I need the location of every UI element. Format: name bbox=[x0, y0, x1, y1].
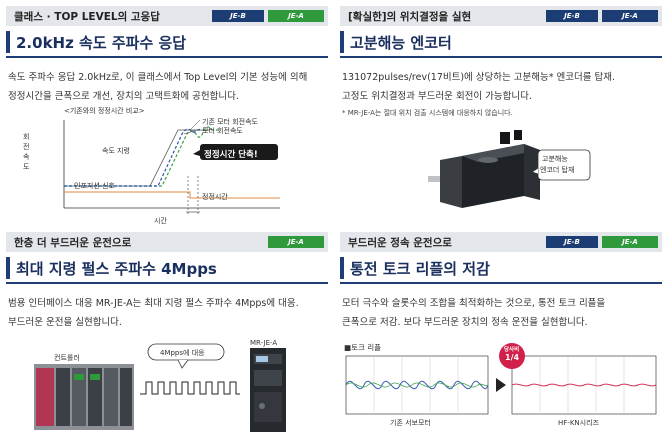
pulse-callout-text: 4Mpps에 대응 bbox=[160, 349, 205, 357]
badge-je-b: JE-B bbox=[212, 10, 264, 22]
panel-description: 131072pulses/rev(17비트)에 상당하는 고분해능* 엔코더를 … bbox=[342, 68, 662, 106]
badge-je-a: JE-A bbox=[268, 236, 324, 248]
legend-leader-motor bbox=[183, 128, 201, 135]
panel-header-text: 한층 더 부드러운 운전으로 bbox=[14, 237, 132, 249]
servo-amplifier-illustration bbox=[250, 348, 286, 432]
ratio-badge-line-1: 당사비 bbox=[504, 347, 520, 353]
existing-ripple-wave-blue bbox=[345, 380, 489, 390]
existing-ripple-wave-green bbox=[345, 382, 489, 388]
panel-description: 속도 주파수 응답 2.0kHz로, 이 클래스에서 Top Level의 기본… bbox=[8, 68, 328, 106]
badge-je-b: JE-B bbox=[546, 10, 598, 22]
servo-motor-illustration bbox=[428, 130, 540, 208]
x-axis-label: 시간 bbox=[154, 217, 167, 225]
panel-description: 모터 극수와 슬롯수의 조합을 최적화하는 것으로, 통전 토크 리플을 큰폭으… bbox=[342, 294, 662, 332]
encoder-callout-line-1: 고분해능 bbox=[542, 155, 568, 163]
panel-description: 범용 인터페이스 대응 MR-JE-A는 최대 지령 펄스 주파수 4Mpps에… bbox=[8, 294, 328, 332]
panel-title-bar: 통전 토크 리플의 저감 bbox=[340, 254, 662, 284]
badge-je-b: JE-B bbox=[546, 236, 598, 248]
panel-encoder: [확실한]의 위치결정을 실현 JE-B JE-A 고분해능 엔코터 13107… bbox=[340, 6, 662, 228]
ratio-badge bbox=[499, 343, 525, 369]
title-accent-bar bbox=[340, 31, 344, 53]
badge-je-a: JE-A bbox=[602, 236, 658, 248]
description-line-2: 큰폭으로 저감. 보다 부드러운 장치의 정속 운전을 실현합니다. bbox=[342, 317, 588, 328]
hfkn-ripple-wave bbox=[511, 383, 657, 387]
figure-caption: <기존와의 정정시간 비교> bbox=[64, 107, 145, 115]
existing-motor-speed-curve bbox=[64, 126, 218, 187]
settling-time-graph bbox=[63, 119, 280, 216]
y-axis-label: 회전속도 bbox=[23, 133, 30, 171]
panel-title: 고분해능 엔코터 bbox=[350, 34, 452, 52]
motor-speed-curve bbox=[64, 128, 202, 187]
panel-title-bar: 고분해능 엔코터 bbox=[340, 28, 662, 58]
panel-torque-ripple: 부드러운 정속 운전으로 JE-B JE-A 통전 토크 리플의 저감 모터 극… bbox=[340, 232, 662, 432]
callout-text: 정정시간 단축! bbox=[204, 150, 258, 160]
description-line-2: 고정도 위치결정과 부드러운 회전이 가능합니다. bbox=[342, 91, 532, 102]
speed-command-label: 속도 지령 bbox=[102, 147, 130, 155]
panel-title: 2.0kHz 속도 주파수 응답 bbox=[16, 34, 187, 52]
inposition-signal-line bbox=[64, 191, 280, 199]
title-accent-bar bbox=[6, 257, 10, 279]
description-line-2: 부드러운 운전을 실현합니다. bbox=[8, 317, 122, 328]
panel-header: 클래스 · TOP LEVEL의 고응답 JE-B JE-A bbox=[6, 6, 328, 26]
panel-title-bar: 최대 지령 펄스 주파수 4Mpps bbox=[6, 254, 328, 284]
settling-time-label: 정정시간 bbox=[202, 193, 228, 201]
controller-illustration bbox=[34, 364, 134, 430]
encoder-callout-shape bbox=[531, 149, 591, 181]
badge-je-a: JE-A bbox=[602, 10, 658, 22]
panel-header-text: 부드러운 정속 운전으로 bbox=[348, 237, 452, 249]
pulse-train bbox=[140, 381, 240, 395]
panel-header: 부드러운 정속 운전으로 JE-B JE-A bbox=[340, 232, 662, 252]
panel-header-text: [확실한]의 위치결정을 실현 bbox=[348, 11, 472, 23]
title-accent-bar bbox=[6, 31, 10, 53]
panel-speed-response: 클래스 · TOP LEVEL의 고응답 JE-B JE-A 2.0kHz 속도… bbox=[6, 6, 328, 228]
callout-box bbox=[200, 144, 278, 160]
panel-pulse-frequency: 한층 더 부드러운 운전으로 JE-A 최대 지령 펄스 주파수 4Mpps 범… bbox=[6, 232, 328, 432]
panel-title: 통전 토크 리플의 저감 bbox=[350, 260, 490, 278]
footnote: * MR-JE-A는 절대 위치 검출 시스템에 대응하지 않습니다. bbox=[342, 109, 513, 117]
encoder-callout-line-2: 엔코더 탑재 bbox=[540, 166, 575, 174]
inposition-signal-label: 인포지션 신호 bbox=[74, 182, 115, 190]
panel-title-bar: 2.0kHz 속도 주파수 응답 bbox=[6, 28, 328, 58]
description-line-1: 모터 극수와 슬롯수의 조합을 최적화하는 것으로, 통전 토크 리플을 bbox=[342, 298, 606, 309]
panel-title: 최대 지령 펄스 주파수 4Mpps bbox=[16, 260, 217, 278]
badge-je-a: JE-A bbox=[268, 10, 324, 22]
legend-motor-speed: 모터 회전속도 bbox=[202, 127, 243, 135]
pulse-callout-shape bbox=[147, 343, 225, 369]
legend-leader-existing bbox=[189, 119, 201, 131]
legend-existing-motor: 기존 모터 회전속도 bbox=[202, 118, 258, 126]
panel-header-text: 클래스 · TOP LEVEL의 고응답 bbox=[14, 11, 160, 23]
title-accent-bar bbox=[340, 257, 344, 279]
ratio-badge-line-2: 1/4 bbox=[505, 353, 520, 362]
servo-amp-label: MR-JE-A bbox=[250, 339, 278, 347]
existing-ripple-scope bbox=[345, 355, 489, 415]
description-line-2: 정정시간을 큰폭으로 개선, 장치의 고택트화에 공헌합니다. bbox=[8, 91, 239, 102]
existing-servo-label: 기존 서보모터 bbox=[390, 419, 431, 427]
description-line-1: 범용 인터페이스 대응 MR-JE-A는 최대 지령 펄스 주파수 4Mpps에… bbox=[8, 298, 299, 309]
torque-ripple-section-label: ■토크 리플 bbox=[344, 343, 382, 352]
description-line-1: 131072pulses/rev(17비트)에 상당하는 고분해능* 엔코더를 … bbox=[342, 72, 615, 83]
panel-header: [확실한]의 위치결정을 실현 JE-B JE-A bbox=[340, 6, 662, 26]
callout-pointer bbox=[193, 150, 200, 156]
torque-ripple-comparison bbox=[345, 343, 657, 415]
comparison-arrow bbox=[496, 378, 506, 392]
description-line-1: 속도 주파수 응답 2.0kHz로, 이 클래스에서 Top Level의 기본… bbox=[8, 72, 308, 83]
panel-header: 한층 더 부드러운 운전으로 JE-A bbox=[6, 232, 328, 252]
controller-label: 컨트롤러 bbox=[54, 354, 80, 362]
hfkn-series-label: HF-KN시리즈 bbox=[558, 419, 599, 427]
